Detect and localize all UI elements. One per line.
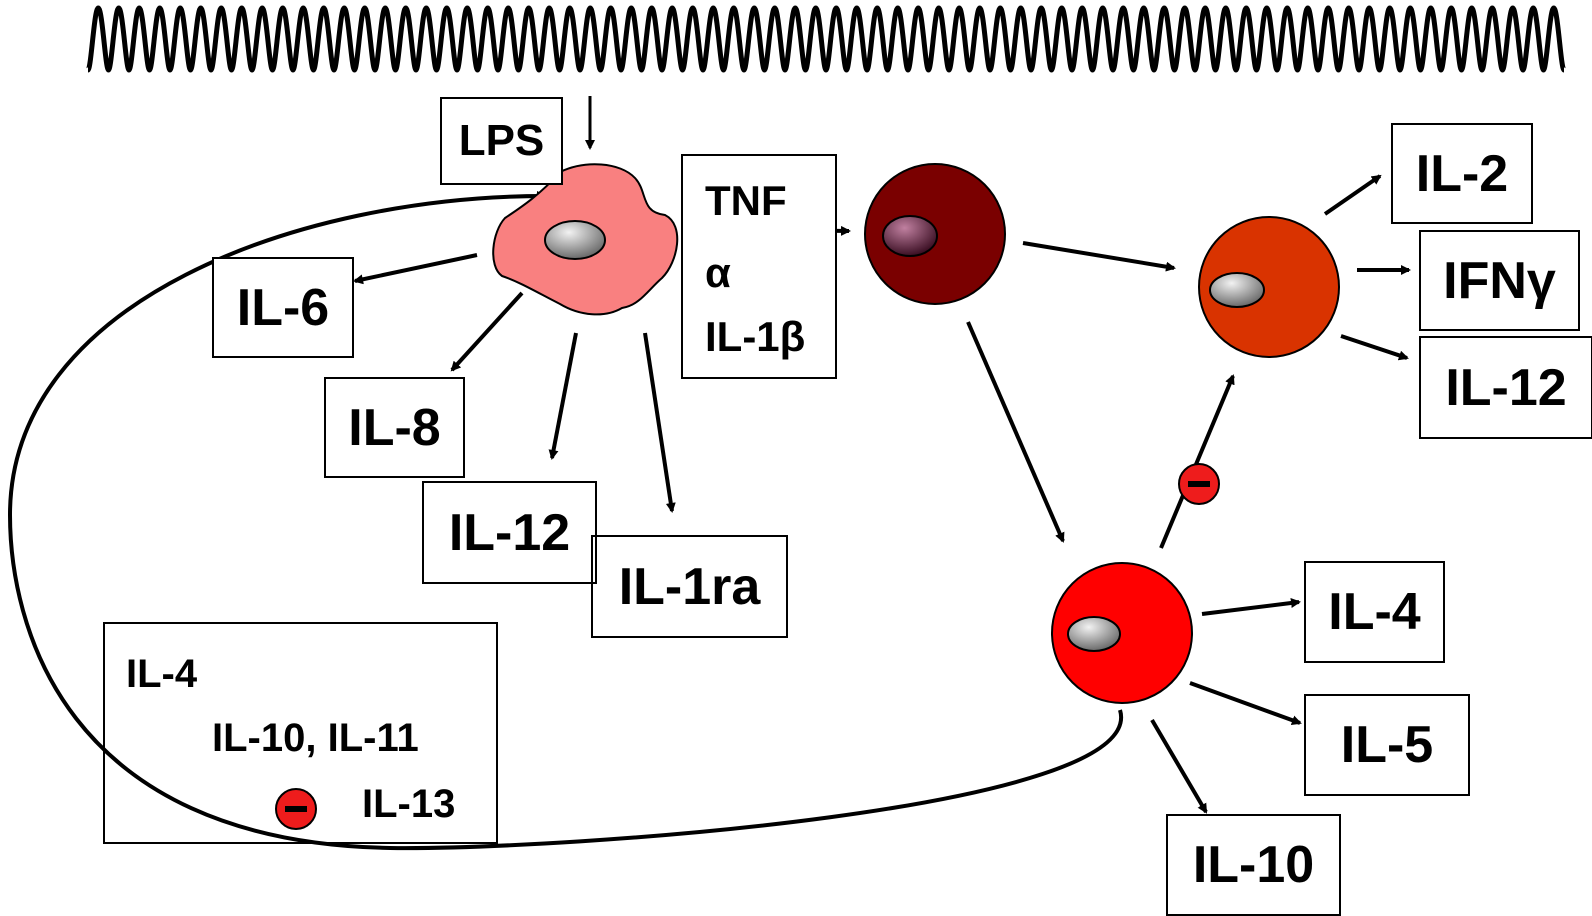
inhibitor-il13-label: IL-13 [362, 782, 456, 826]
il6-box: IL-6 [212, 257, 354, 358]
t-cell-nucleus [882, 215, 938, 257]
il8-label: IL-8 [348, 398, 441, 457]
il2-box: IL-2 [1391, 123, 1533, 224]
arrow-to-il8 [450, 291, 524, 372]
il1ra-label: IL-1ra [618, 557, 761, 616]
il4-box: IL-4 [1304, 561, 1445, 663]
il10-label: IL-10 [1192, 836, 1315, 894]
il2-label: IL-2 [1415, 144, 1509, 203]
ifng-box: IFNγ [1419, 230, 1580, 331]
feedback-loop [7, 191, 1123, 851]
inhibitor-box: IL-4 IL-10, IL-11 IL-13 [103, 622, 498, 844]
inhibitor-il4-label: IL-4 [126, 652, 198, 696]
inhibitor-il10-il11-label: IL-10, IL-11 [212, 716, 419, 760]
arrow-to-th2 [966, 321, 1065, 543]
th1-il12-label: IL-12 [1445, 358, 1567, 417]
th2-cell [1051, 562, 1193, 704]
il5-box: IL-5 [1304, 694, 1470, 796]
arrow-to-il5 [1189, 681, 1302, 725]
arrow-to-th1 [1022, 241, 1176, 272]
stimulus-wave [85, 5, 1567, 73]
arrow-to-il4 [1201, 598, 1301, 616]
il1b-label: IL-1β [705, 313, 806, 360]
arrow-to-il10 [1150, 718, 1208, 814]
feedback-minus-icon [275, 788, 317, 830]
arrow-th2-inhibits-th1 [1159, 374, 1235, 549]
lps-label: LPS [458, 116, 545, 165]
lps-box: LPS [440, 97, 563, 185]
il5-label: IL-5 [1340, 716, 1434, 774]
il10-box: IL-10 [1166, 814, 1341, 916]
th1-il12-box: IL-12 [1419, 336, 1592, 439]
th2-cell-nucleus [1067, 616, 1121, 652]
arrow-to-il1ra [643, 332, 676, 513]
il6-label: IL-6 [236, 278, 330, 337]
inhibition-minus-icon [1178, 463, 1220, 505]
il12-box: IL-12 [422, 481, 597, 584]
arrow-to-th1-il12 [1340, 334, 1409, 361]
th1-cell [1198, 216, 1340, 358]
arrow-to-il6 [353, 253, 478, 285]
tnf-box: TNF α IL-1β [681, 154, 837, 379]
alpha-label: α [705, 249, 731, 296]
arrow-to-il2 [1323, 174, 1382, 216]
il4-label: IL-4 [1328, 583, 1421, 641]
arrow-to-il12 [548, 332, 578, 460]
ifng-label: IFNγ [1443, 251, 1556, 310]
tnf-label: TNF [705, 177, 787, 224]
th1-cell-nucleus [1209, 272, 1265, 308]
il12-label: IL-12 [448, 503, 571, 562]
il1ra-box: IL-1ra [591, 535, 788, 638]
il8-box: IL-8 [324, 377, 465, 478]
macrophage-nucleus [544, 220, 606, 260]
